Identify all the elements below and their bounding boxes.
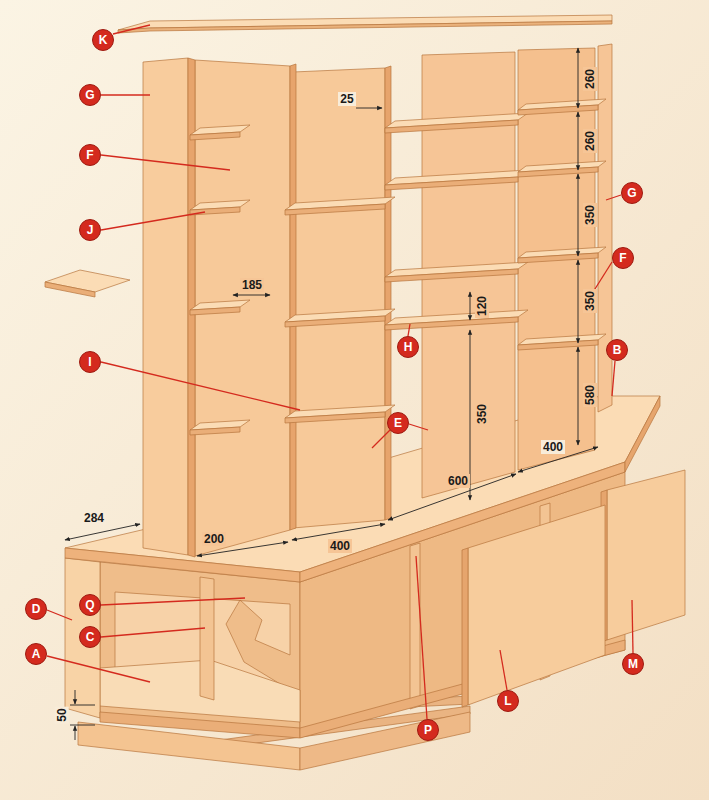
callout-letter: F: [86, 149, 93, 161]
callout-circle: B: [606, 339, 628, 361]
dimension-label: 600: [446, 474, 470, 488]
dimension-label: 350: [583, 289, 597, 313]
dimension-label: 580: [583, 383, 597, 407]
callout-circle: I: [79, 351, 101, 373]
callout-circle: Q: [79, 594, 101, 616]
callout-letter: I: [88, 356, 91, 368]
callout-circle: M: [622, 653, 644, 675]
callout-circle: D: [25, 598, 47, 620]
callout-letter: D: [32, 603, 41, 615]
callout-letter: J: [87, 224, 94, 236]
dimension-label: 260: [583, 129, 597, 153]
callout-letter: G: [85, 89, 94, 101]
callout-letter: A: [32, 648, 41, 660]
callout-letter: P: [424, 724, 432, 736]
callout-circle: H: [397, 336, 419, 358]
callout-circle: F: [612, 247, 634, 269]
callout-circle: G: [621, 182, 643, 204]
callout-circle: E: [387, 412, 409, 434]
callout-circle: L: [497, 690, 519, 712]
callout-letter: B: [613, 344, 622, 356]
dimension-label: 120: [475, 294, 489, 318]
dimension-label: 400: [328, 539, 352, 553]
callout-letter: K: [99, 34, 108, 46]
callout-letter: F: [619, 252, 626, 264]
callout-circle: A: [25, 643, 47, 665]
dimension-label: 260: [583, 67, 597, 91]
callout-letter: H: [404, 341, 413, 353]
dimension-label: 25: [338, 92, 355, 106]
callout-letter: Q: [85, 599, 94, 611]
callout-circle: G: [79, 84, 101, 106]
dimension-label: 400: [541, 440, 565, 454]
callout-circle: K: [92, 29, 114, 51]
dimension-label: 350: [583, 203, 597, 227]
dimension-label: 200: [202, 532, 226, 546]
callout-circle: F: [79, 144, 101, 166]
callout-letter: G: [627, 187, 636, 199]
dimension-label: 284: [82, 511, 106, 525]
callout-letter: E: [394, 417, 402, 429]
callout-letter: L: [504, 695, 511, 707]
dimension-label: 50: [55, 706, 69, 723]
callout-letter: M: [628, 658, 638, 670]
callout-letter: C: [86, 631, 95, 643]
callout-circle: C: [79, 626, 101, 648]
callout-circle: P: [417, 719, 439, 741]
callout-circle: J: [79, 219, 101, 241]
dimension-label: 185: [240, 278, 264, 292]
dimension-label: 350: [475, 402, 489, 426]
